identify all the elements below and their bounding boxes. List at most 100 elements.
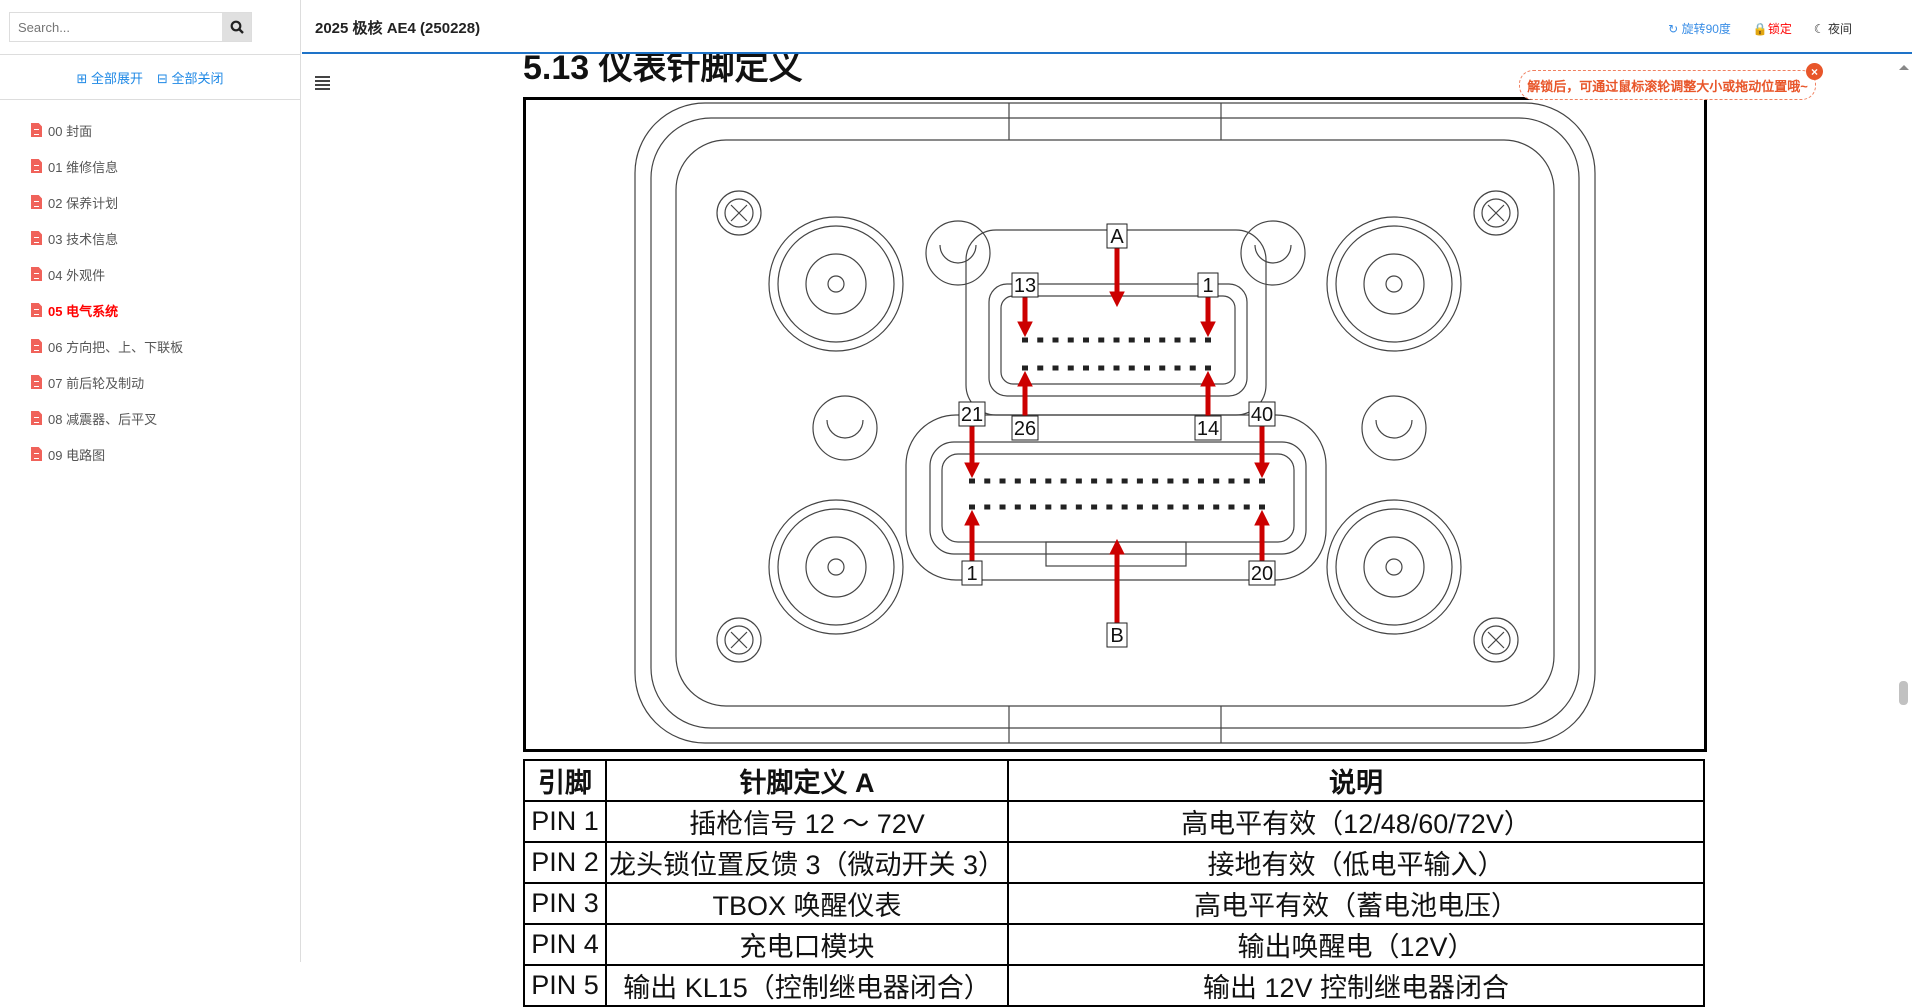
mounting-boss bbox=[1335, 508, 1453, 626]
pin bbox=[1128, 365, 1135, 371]
sidebar-item-label: 04 外观件 bbox=[48, 267, 106, 283]
mounting-boss bbox=[1335, 225, 1453, 343]
table-cell: 高电平有效（12/48/60/72V） bbox=[1007, 800, 1705, 843]
arrow-21 bbox=[964, 462, 980, 479]
pin bbox=[999, 478, 1006, 484]
file-icon bbox=[31, 303, 42, 317]
mounting-boss bbox=[777, 508, 895, 626]
table-cell: 龙头锁位置反馈 3（微动开关 3） bbox=[604, 841, 1010, 884]
label-box bbox=[958, 401, 986, 427]
sidebar-item-label: 00 封面 bbox=[48, 123, 93, 139]
screw bbox=[724, 625, 754, 655]
mounting-boss bbox=[1326, 216, 1462, 352]
pin bbox=[1152, 478, 1159, 484]
pin bbox=[1022, 365, 1028, 371]
pin bbox=[1067, 365, 1074, 371]
pin bbox=[1213, 478, 1220, 484]
pin bbox=[1091, 504, 1098, 510]
pin bbox=[1136, 504, 1143, 510]
pin bbox=[1091, 478, 1098, 484]
sidebar-item[interactable]: 08 减震器、后平叉 bbox=[31, 400, 183, 436]
pin-label: B bbox=[1110, 625, 1123, 647]
file-icon bbox=[31, 159, 42, 173]
pin bbox=[1106, 478, 1113, 484]
night-label: 夜间 bbox=[1827, 22, 1852, 36]
pin bbox=[1174, 337, 1181, 343]
pin-label: 20 bbox=[1251, 563, 1273, 585]
sidebar-item[interactable]: 00 封面 bbox=[31, 112, 183, 148]
pin bbox=[1259, 478, 1265, 484]
moon-icon: ☾ bbox=[1813, 22, 1828, 36]
sidebar-item[interactable]: 09 电路图 bbox=[31, 436, 183, 472]
sidebar-item-label: 07 前后轮及制动 bbox=[48, 375, 145, 391]
table-cell: 输出 KL15（控制继电器闭合） bbox=[604, 964, 1010, 1007]
pin bbox=[1121, 504, 1128, 510]
pin bbox=[1159, 365, 1166, 371]
arrow-14 bbox=[1200, 370, 1216, 387]
pin bbox=[1030, 504, 1037, 510]
rotate-button[interactable]: ↻ 旋转90度 bbox=[1668, 20, 1731, 37]
sidebar-item[interactable]: 01 维修信息 bbox=[31, 148, 183, 184]
arrow-20 bbox=[1254, 509, 1270, 526]
pin bbox=[1228, 504, 1235, 510]
column-header: 针脚定义 A bbox=[604, 759, 1010, 802]
column-header: 说明 bbox=[1007, 759, 1705, 802]
sidebar-item-label: 09 电路图 bbox=[48, 447, 106, 463]
mounting-boss bbox=[1363, 536, 1425, 598]
sidebar-item[interactable]: 04 外观件 bbox=[31, 256, 183, 292]
file-icon bbox=[31, 267, 42, 281]
pin bbox=[1121, 478, 1128, 484]
file-icon bbox=[31, 231, 42, 245]
mounting-boss bbox=[1385, 558, 1403, 576]
table-cell: TBOX 唤醒仪表 bbox=[604, 882, 1010, 925]
header: 2025 极核 AE4 (250228) ↻ 旋转90度 🔒锁定 ☾ 夜间 bbox=[302, 0, 1912, 54]
clip bbox=[1240, 220, 1306, 286]
screw bbox=[1473, 190, 1519, 236]
menu-icon[interactable] bbox=[315, 76, 330, 92]
unlock-tip: 解锁后，可通过鼠标滚轮调整大小或拖动位置哦~ × bbox=[1519, 63, 1823, 100]
collapse-all-button[interactable]: ⊟ 全部关闭 bbox=[157, 70, 224, 86]
label-box bbox=[1248, 401, 1276, 427]
pin bbox=[1128, 337, 1135, 343]
pin bbox=[1098, 365, 1105, 371]
clip bbox=[1254, 244, 1292, 264]
sidebar-item[interactable]: 07 前后轮及制动 bbox=[31, 364, 183, 400]
clip bbox=[925, 220, 991, 286]
screw bbox=[1481, 198, 1511, 228]
pin-label: 21 bbox=[961, 404, 983, 426]
night-mode-button[interactable]: ☾ 夜间 bbox=[1814, 20, 1852, 37]
table-cell: 输出唤醒电（12V） bbox=[1007, 923, 1705, 966]
clip bbox=[1361, 395, 1427, 461]
tip-close-icon[interactable]: × bbox=[1806, 63, 1823, 80]
pin bbox=[1075, 478, 1082, 484]
sidebar-item[interactable]: 03 技术信息 bbox=[31, 220, 183, 256]
pin bbox=[1228, 478, 1235, 484]
scrollbar[interactable] bbox=[1895, 56, 1912, 962]
clip bbox=[939, 244, 977, 264]
lock-button[interactable]: 🔒锁定 bbox=[1753, 20, 1792, 37]
scrollbar-thumb[interactable] bbox=[1899, 681, 1908, 705]
search-input[interactable] bbox=[10, 13, 222, 41]
mounting-boss bbox=[827, 275, 845, 293]
pin bbox=[1167, 504, 1174, 510]
mounting-boss bbox=[827, 558, 845, 576]
search-button[interactable] bbox=[222, 13, 251, 41]
pin bbox=[1189, 365, 1196, 371]
table-cell: PIN 5 bbox=[523, 964, 607, 1007]
expand-all-button[interactable]: ⊞ 全部展开 bbox=[76, 70, 143, 86]
sidebar-item[interactable]: 05 电气系统 bbox=[31, 292, 183, 328]
arrow-b bbox=[1109, 538, 1125, 555]
sidebar-item[interactable]: 02 保养计划 bbox=[31, 184, 183, 220]
sidebar-item[interactable]: 06 方向把、上、下联板 bbox=[31, 328, 183, 364]
pin bbox=[1037, 337, 1044, 343]
screw bbox=[716, 617, 762, 663]
screw-cross bbox=[1487, 204, 1505, 222]
screw-cross bbox=[1487, 631, 1505, 649]
screw bbox=[716, 190, 762, 236]
scroll-up-icon[interactable] bbox=[1899, 65, 1909, 70]
lock-icon: 🔒 bbox=[1752, 22, 1768, 36]
